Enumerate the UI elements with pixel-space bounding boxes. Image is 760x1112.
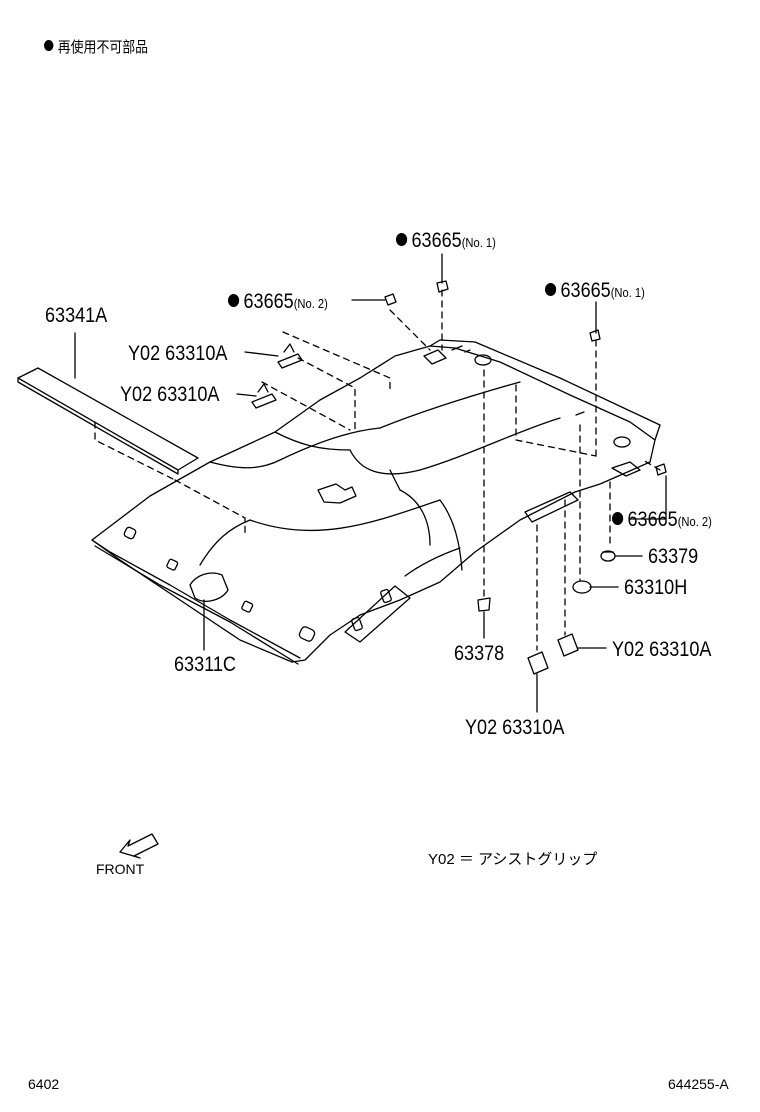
clip-63379 — [600, 550, 616, 562]
projection-lines — [94, 289, 661, 651]
grip-63310A-3 — [557, 633, 579, 657]
label-63311C: 63311C — [174, 653, 236, 676]
footer-right: 644255-A — [668, 1076, 729, 1092]
cap-63310H — [572, 580, 592, 594]
roof-headlining — [91, 339, 661, 665]
clip-63665-left — [384, 293, 397, 306]
label-63379: 63379 — [648, 545, 699, 568]
leader-lines — [74, 253, 667, 713]
clip-63665-top — [436, 280, 449, 293]
part-63341A-pad — [17, 367, 199, 475]
label-63310A-4: Y02 63310A — [465, 716, 565, 739]
label-63665-no1-right: 63665(No. 1) — [545, 280, 645, 301]
clip-63665-right — [655, 463, 667, 476]
bracket-63310A-1 — [277, 343, 303, 369]
front-arrow-icon — [119, 833, 159, 859]
footer-left: 6402 — [28, 1076, 60, 1092]
front-label: FRONT — [96, 861, 145, 877]
label-63310A-1: Y02 63310A — [128, 342, 228, 365]
clip-63665-right-top — [589, 329, 601, 342]
grip-63310A-4 — [527, 651, 549, 675]
clip-63378 — [477, 597, 491, 612]
label-63665-no1-top: 63665(No. 1) — [396, 230, 496, 251]
label-63310H: 63310H — [624, 576, 688, 599]
bullet-icon — [44, 40, 54, 51]
label-63665-no2-left: 63665(No. 2) — [228, 291, 328, 312]
legend: 再使用不可部品 — [44, 40, 148, 55]
label-63665-no2-right: 63665(No. 2) — [612, 509, 712, 530]
bracket-63310A-2 — [251, 383, 277, 409]
y02-note: Y02 ＝ アシストグリップ — [428, 851, 598, 868]
label-63310A-3: Y02 63310A — [612, 638, 712, 661]
label-63341A: 63341A — [45, 304, 108, 327]
label-63310A-2: Y02 63310A — [120, 383, 220, 406]
label-63378: 63378 — [454, 642, 505, 665]
